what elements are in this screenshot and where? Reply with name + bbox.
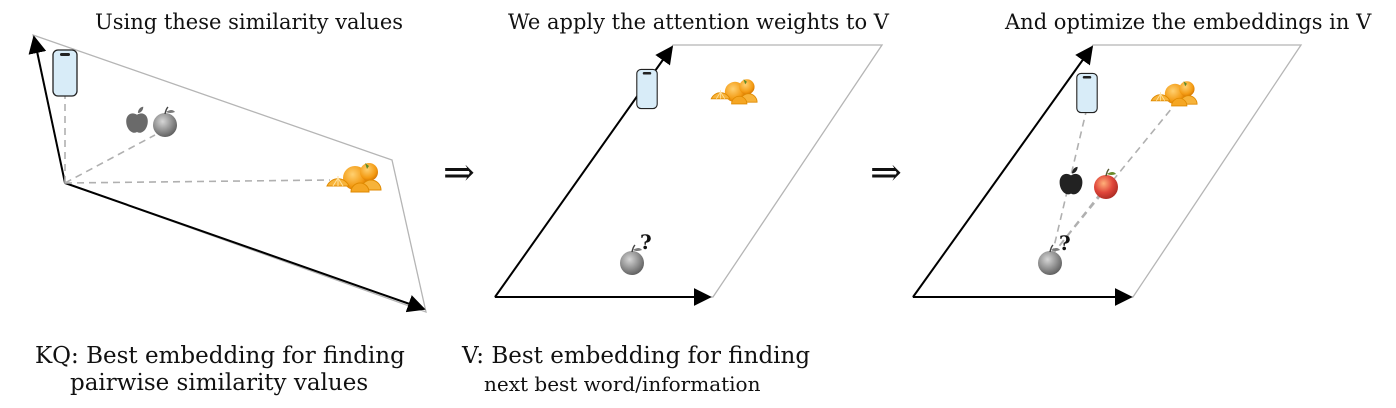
question-mark: ? xyxy=(1059,231,1071,255)
panel-3-plot: ? xyxy=(911,44,1303,306)
apple-fruit-icon xyxy=(1093,168,1119,200)
panel-1-axis-up xyxy=(28,35,66,184)
panel-2-plane xyxy=(493,44,884,298)
orange-slices-icon xyxy=(1150,80,1198,107)
panel-1-title: Using these similarity values xyxy=(95,10,404,34)
panel-3-title: And optimize the embeddings in V xyxy=(1005,10,1372,34)
panel-1-plot xyxy=(28,34,427,314)
panel-1-dash-apple xyxy=(64,134,156,184)
phone-icon xyxy=(636,68,658,110)
apple-fruit-icon xyxy=(152,106,178,138)
panel-1-axis-right xyxy=(64,182,426,313)
apple-logo-icon xyxy=(126,106,148,133)
implies-arrow-1: ⇒ xyxy=(443,150,475,194)
panel-3-dash-orange xyxy=(1051,107,1173,256)
question-mark: ? xyxy=(640,230,652,254)
panel-1-dash-orange xyxy=(64,179,331,184)
apple-logo-icon xyxy=(1059,166,1083,195)
orange-slices-icon xyxy=(326,162,382,193)
phone-icon xyxy=(52,49,78,97)
orange-slices-icon xyxy=(710,78,758,105)
phone-icon xyxy=(1076,72,1098,114)
v-caption-line2: next best word/information xyxy=(484,372,761,396)
kq-caption-line2: pairwise similarity values xyxy=(70,370,369,396)
panel-3-axis-up xyxy=(912,45,1094,298)
panel-2-title: We apply the attention weights to V xyxy=(508,10,889,34)
v-caption-line1: V: Best embedding for finding xyxy=(462,343,811,369)
panel-2-plot: ? xyxy=(493,44,884,306)
implies-arrow-2: ⇒ xyxy=(870,150,902,194)
kq-caption-line1: KQ: Best embedding for finding xyxy=(35,343,405,369)
